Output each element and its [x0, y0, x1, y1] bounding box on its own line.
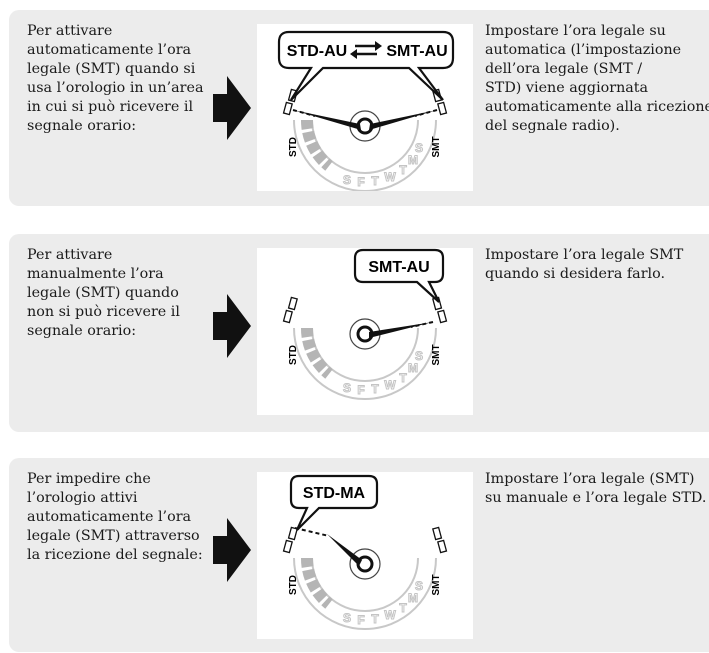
- scale-letter: M: [408, 361, 418, 375]
- instruction-text: Impostare l’ora legale su automatica (l’…: [485, 23, 709, 134]
- arrow-right-icon: [213, 76, 251, 140]
- callout-smt-au: SMT-AU: [386, 43, 447, 60]
- smt-label: SMT: [431, 136, 442, 157]
- callout-smt-au: SMT-AU: [368, 259, 429, 276]
- arrow-right-icon: [213, 518, 251, 582]
- std-label: STD: [288, 345, 299, 365]
- watch-dial-illustration: S F T W T M S STD SMT: [257, 24, 473, 191]
- scale-letter: W: [384, 378, 396, 392]
- std-label: STD: [288, 575, 299, 595]
- scale-letter: T: [371, 382, 379, 396]
- callout-std-au: STD-AU: [287, 43, 347, 60]
- scale-letter: M: [408, 153, 418, 167]
- swap-arrows-icon: [350, 41, 382, 59]
- scale-letter: M: [408, 591, 418, 605]
- instruction-text: Impostare l’ora legale (SMT) su manuale …: [485, 471, 707, 506]
- callout-std-ma: STD-MA: [303, 485, 366, 502]
- smt-label: SMT: [431, 344, 442, 365]
- section-auto-dst: Per attivare automaticamente l’ora legal…: [9, 10, 709, 206]
- arrow-right-icon: [213, 294, 251, 358]
- scale-letter: W: [384, 170, 396, 184]
- smt-label: SMT: [431, 574, 442, 595]
- scale-letter: T: [371, 174, 379, 188]
- scale-letter: F: [357, 383, 364, 397]
- scale-letter: W: [384, 608, 396, 622]
- scale-letter: S: [415, 141, 423, 155]
- scale-letter: S: [343, 173, 351, 187]
- scale-letter: T: [371, 612, 379, 626]
- scale-letter: F: [357, 175, 364, 189]
- scale-letter: S: [415, 579, 423, 593]
- section-manual-dst: Per attivare manualmente l’ora legale (S…: [9, 234, 709, 432]
- scale-letter: S: [343, 611, 351, 625]
- watch-dial-illustration: S F T W T M S STD SMT SMT-AU: [257, 248, 473, 415]
- condition-text: Per attivare automaticamente l’ora legal…: [27, 23, 204, 134]
- instruction-text: Impostare l’ora legale SMT quando si des…: [485, 247, 684, 282]
- scale-letter: S: [415, 349, 423, 363]
- condition-text: Per attivare manualmente l’ora legale (S…: [27, 247, 180, 339]
- scale-letter: F: [357, 613, 364, 627]
- scale-letter: T: [399, 371, 407, 385]
- condition-text: Per impedire che l’orologio attivi autom…: [27, 471, 203, 563]
- scale-letter: T: [399, 163, 407, 177]
- section-prevent-auto-dst: Per impedire che l’orologio attivi autom…: [9, 458, 709, 652]
- watch-dial-illustration: S F T W T M S STD SMT STD-MA: [257, 472, 473, 639]
- scale-letter: S: [343, 381, 351, 395]
- std-label: STD: [288, 137, 299, 157]
- scale-letter: T: [399, 601, 407, 615]
